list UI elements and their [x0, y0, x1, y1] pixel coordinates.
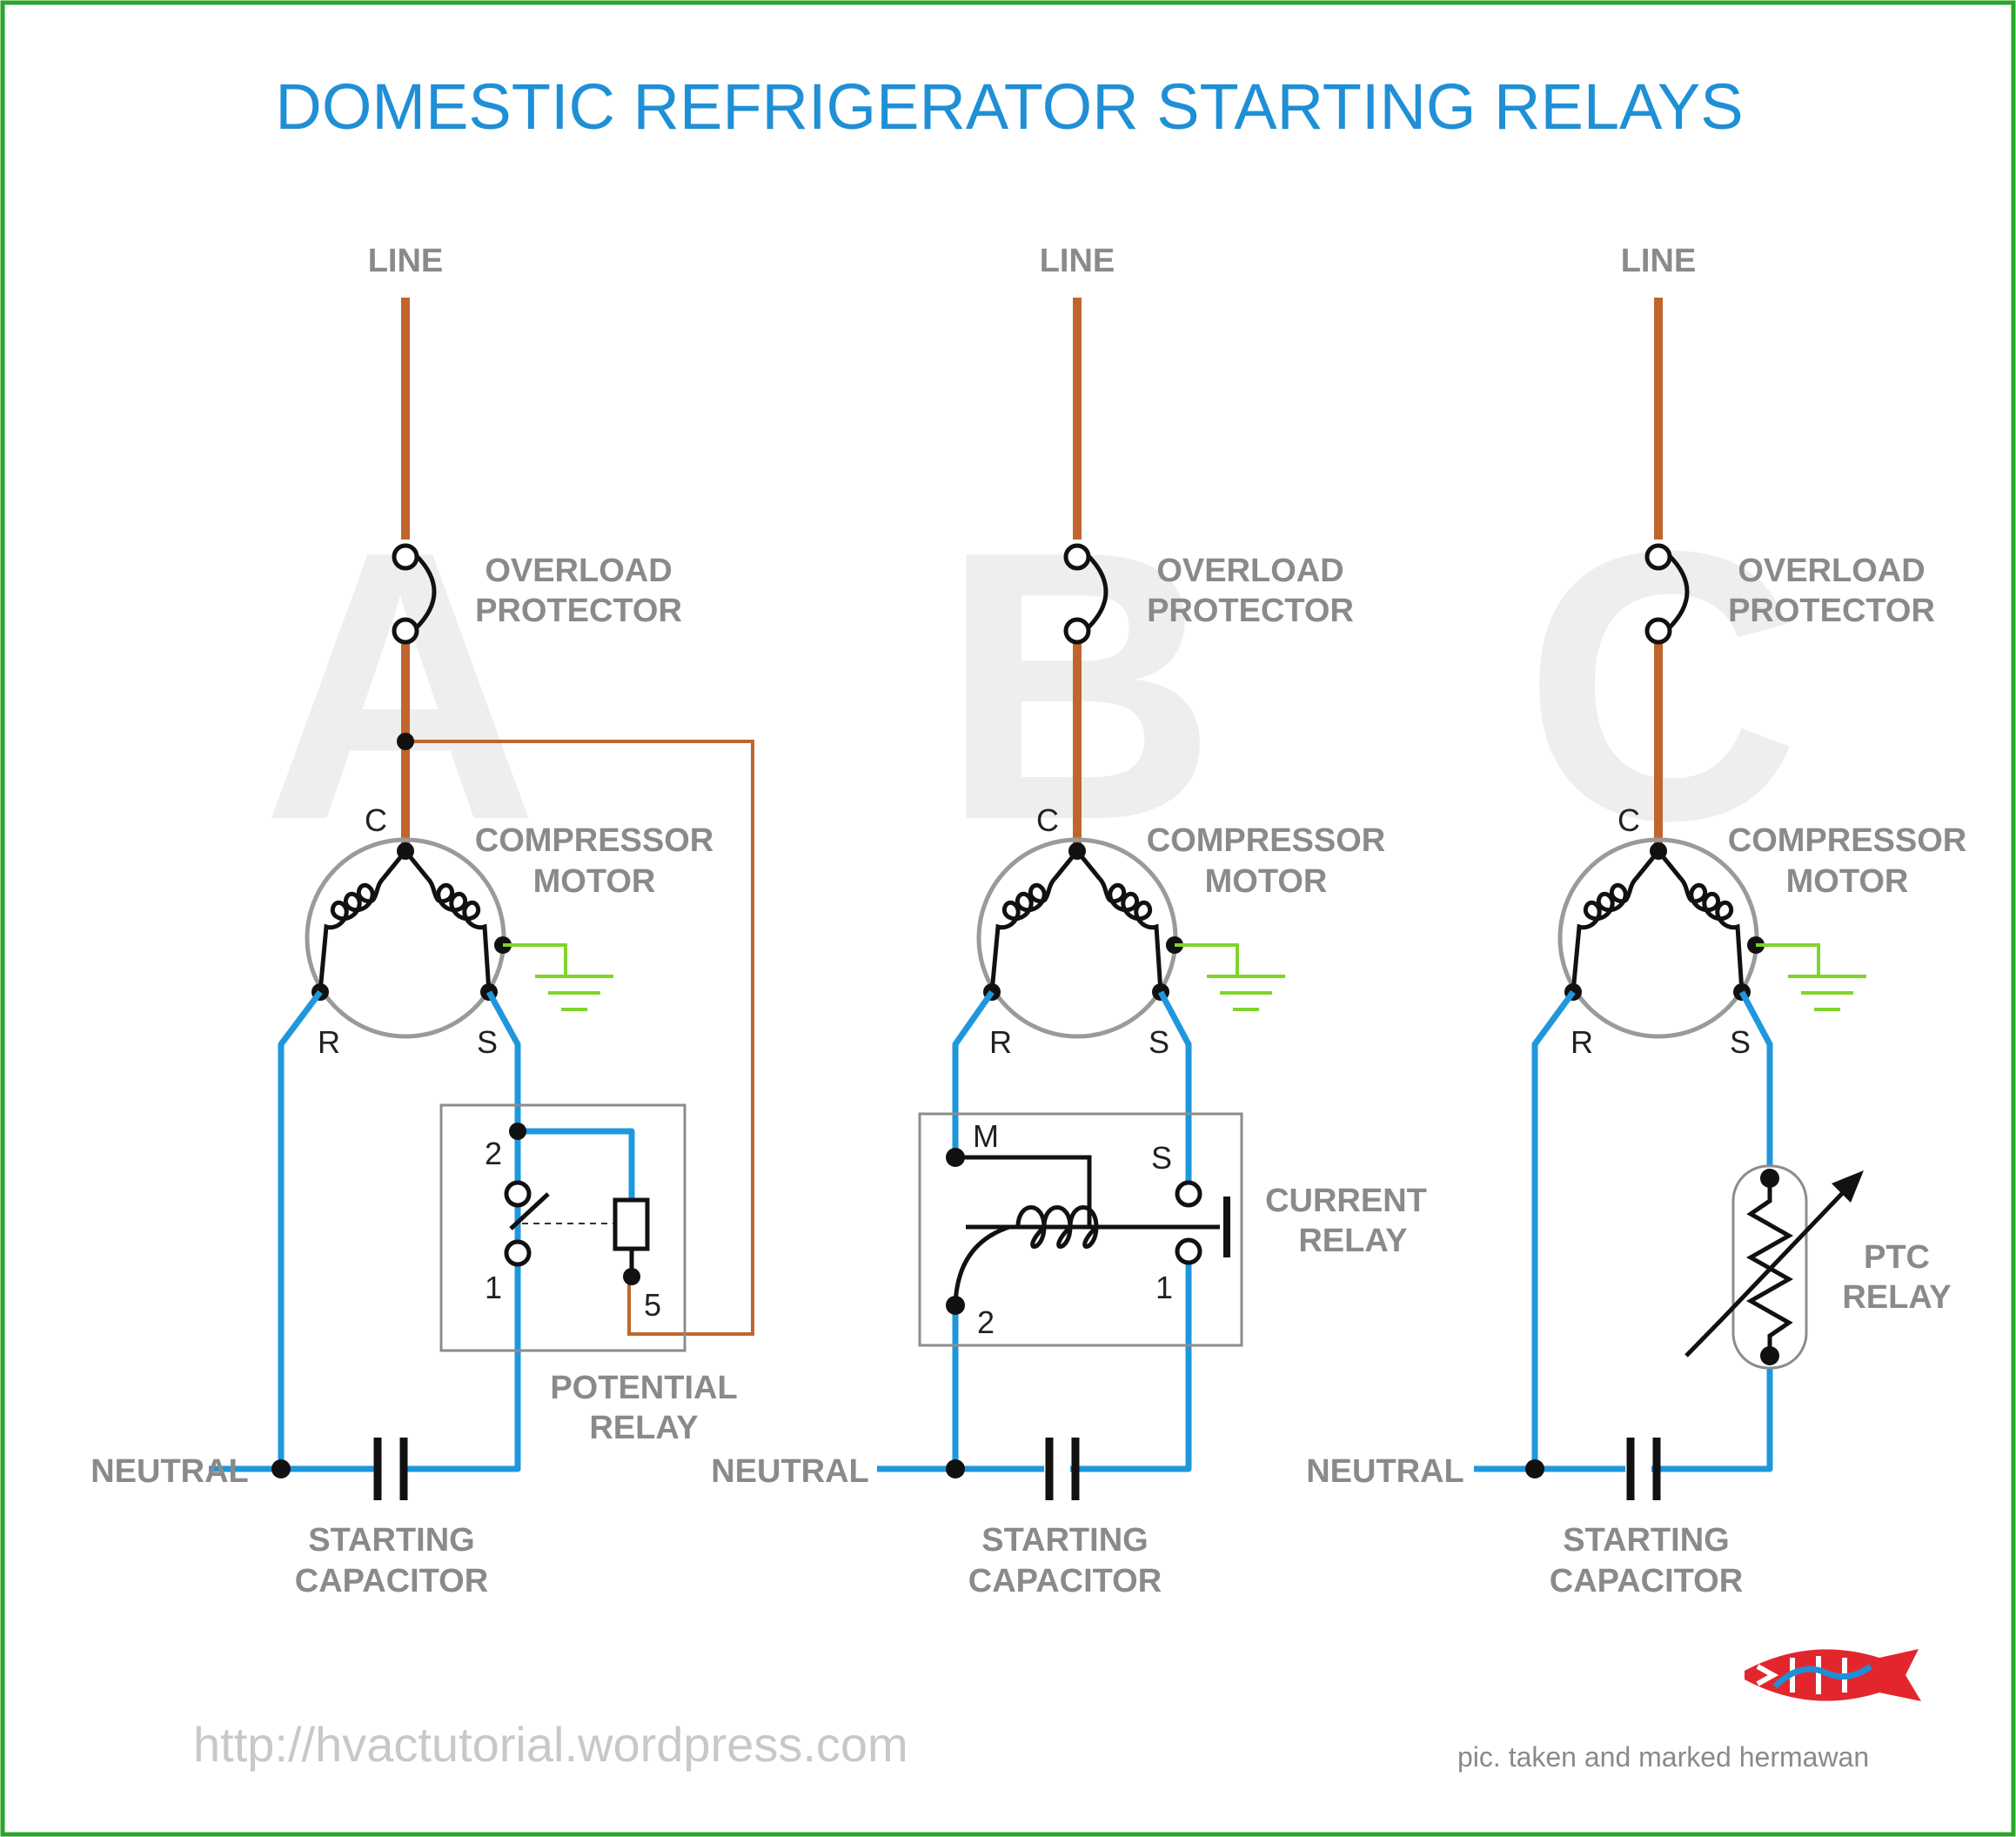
relay-label-1: POTENTIAL: [550, 1370, 737, 1406]
relay-label-2: RELAY: [1298, 1223, 1407, 1259]
circuit-b: B LINE OVERLOAD PROTECTOR C R S COMPRESS…: [711, 243, 1427, 1599]
watermark-letter-a: A: [262, 473, 539, 900]
relay-label-1: CURRENT: [1265, 1183, 1427, 1219]
compressor-motor-symbol: [1557, 837, 1765, 1039]
overload-protector-symbol: [1644, 543, 1690, 645]
capacitor-symbol: [1626, 1438, 1661, 1500]
motor-label-1: COMPRESSOR: [475, 822, 713, 859]
overload-label-2: PROTECTOR: [475, 593, 682, 629]
run-wire: [952, 989, 995, 1157]
capacitor-label-1: STARTING: [308, 1522, 474, 1559]
ground-icon: [1756, 943, 1866, 1011]
capacitor-symbol: [373, 1438, 408, 1500]
overload-label-2: PROTECTOR: [1147, 593, 1354, 629]
capacitor-symbol: [1045, 1438, 1080, 1500]
pin-s: S: [1730, 1024, 1751, 1060]
pin-s: S: [1149, 1024, 1169, 1060]
ground-icon: [503, 943, 613, 1011]
pin-c: C: [1036, 802, 1059, 838]
line-label: LINE: [1621, 243, 1697, 279]
overload-label-2: PROTECTOR: [1728, 593, 1935, 629]
current-relay-box: [918, 1112, 1243, 1347]
motor-label-2: MOTOR: [533, 863, 656, 900]
relay-coil-wire: [405, 740, 754, 1336]
motor-label-1: COMPRESSOR: [1147, 822, 1385, 859]
pin-c: C: [1617, 802, 1640, 838]
relay-pin-5: 5: [644, 1287, 661, 1323]
overload-protector-symbol: [1063, 543, 1108, 645]
relay-label-2: RELAY: [589, 1410, 698, 1446]
motor-label-2: MOTOR: [1205, 863, 1328, 900]
motor-label-1: COMPRESSOR: [1728, 822, 1966, 859]
current-relay-symbol: [946, 1148, 1230, 1315]
line-label: LINE: [1040, 243, 1115, 279]
capacitor-label-1: STARTING: [1563, 1522, 1729, 1559]
ground-icon: [1175, 943, 1285, 1011]
relay-pin-2: 2: [977, 1304, 995, 1340]
ptc-thermistor-symbol: [1684, 1164, 1864, 1370]
start-wire: [1738, 990, 1773, 1177]
start-wire: [486, 990, 635, 1205]
pin-r: R: [1571, 1024, 1593, 1060]
relay-label-2: RELAY: [1842, 1279, 1951, 1316]
overload-label-1: OVERLOAD: [1738, 553, 1925, 589]
run-wire: [1531, 989, 1576, 1469]
start-wire: [1651, 1358, 1773, 1472]
motor-label-2: MOTOR: [1786, 863, 1909, 900]
capacitor-label-2: CAPACITOR: [295, 1563, 488, 1599]
neutral-label: NEUTRAL: [90, 1453, 249, 1490]
capacitor-label-2: CAPACITOR: [1550, 1563, 1743, 1599]
source-url: http://hvactutorial.wordpress.com: [193, 1717, 908, 1772]
potential-relay-box: [439, 1103, 687, 1352]
relay-pin-m: M: [973, 1118, 999, 1154]
circuit-c: C LINE OVERLOAD PROTECTOR C R S COMPRESS…: [1306, 243, 1966, 1599]
pin-r: R: [989, 1024, 1012, 1060]
overload-label-1: OVERLOAD: [485, 553, 672, 589]
pin-r: R: [318, 1024, 340, 1060]
neutral-label: NEUTRAL: [1306, 1453, 1464, 1490]
run-wire: [278, 989, 323, 1469]
pin-s: S: [477, 1024, 498, 1060]
circuit-a: A LINE OVERLOAD PROTECTOR C R S COMPRESS…: [90, 243, 754, 1599]
relay-label-1: PTC: [1864, 1239, 1930, 1276]
capacitor-label-2: CAPACITOR: [968, 1563, 1162, 1599]
potential-relay-symbol: [504, 1180, 650, 1285]
start-wire: [1070, 1253, 1192, 1472]
capacitor-label-1: STARTING: [981, 1522, 1148, 1559]
relay-pin-s: S: [1151, 1140, 1172, 1176]
overload-label-1: OVERLOAD: [1156, 553, 1343, 589]
overload-protector-symbol: [392, 543, 437, 645]
pin-c: C: [365, 802, 387, 838]
relay-pin-2: 2: [485, 1136, 502, 1171]
relay-pin-1: 1: [485, 1270, 502, 1305]
line-label: LINE: [368, 243, 444, 279]
neutral-label: NEUTRAL: [711, 1453, 869, 1490]
credit-text: pic. taken and marked hermawan: [1457, 1741, 1869, 1773]
relay-pin-1: 1: [1155, 1270, 1173, 1305]
page-title: DOMESTIC REFRIGERATOR STARTING RELAYS: [275, 70, 1743, 143]
fish-logo: [1745, 1649, 1921, 1701]
start-wire: [1157, 990, 1192, 1192]
